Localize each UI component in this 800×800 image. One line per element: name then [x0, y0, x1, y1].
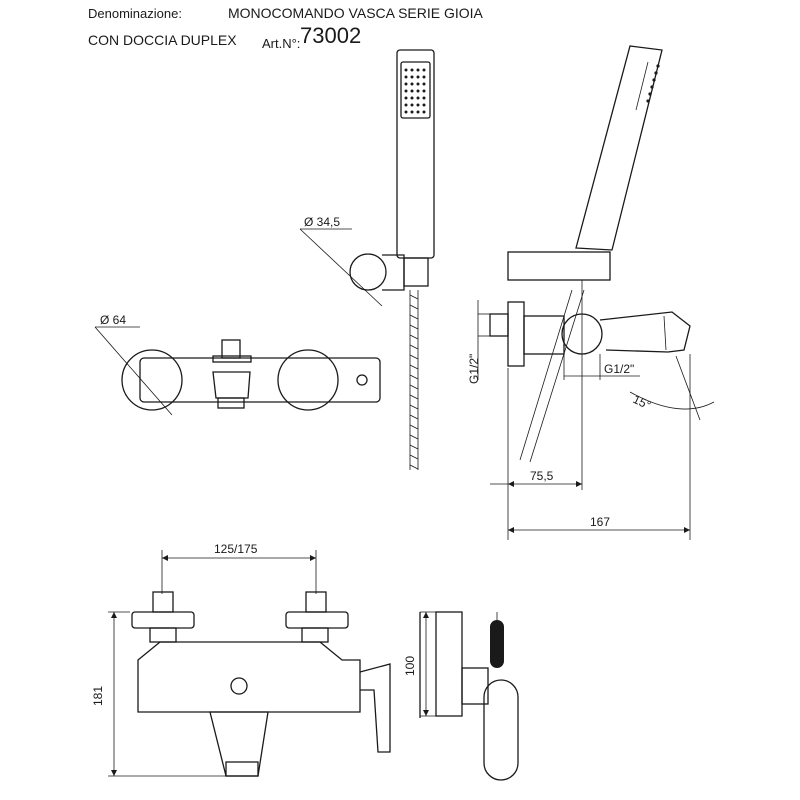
side-support-rod [507, 251, 611, 281]
art-number: 73002 [300, 23, 362, 48]
denomination-label: Denominazione: [88, 6, 182, 21]
hand-shower-handle [396, 49, 435, 259]
right-wall-rosette [277, 349, 339, 411]
spout-angle-label: 15° [631, 392, 654, 412]
left-rosette [131, 611, 195, 629]
wall-support-bracket [382, 254, 405, 291]
side-wall-rosette [507, 301, 525, 367]
support-side-view: 100 [403, 611, 519, 781]
center-distance-label: 125/175 [214, 542, 258, 556]
left-wall-rosette [121, 349, 183, 411]
art-label: Art.N°: [262, 36, 301, 51]
spray-nozzles [404, 68, 426, 114]
mixer-bottom-front-view: 125/175 181 [91, 542, 391, 777]
wall-support-disc [349, 253, 387, 291]
side-spout [599, 311, 691, 353]
lever-handle [359, 663, 391, 753]
support-wall-plate [435, 611, 463, 717]
hand-shower-front-view: Ø 34,5 [299, 49, 435, 470]
diverter-knob-icon [356, 374, 368, 386]
mixer-body [139, 357, 381, 403]
total-depth-label: 167 [590, 515, 610, 529]
right-connector-nut [305, 591, 327, 613]
hose-connector [403, 257, 429, 287]
product-name-line2: CON DOCCIA DUPLEX [88, 32, 237, 48]
left-connector-nut [152, 591, 174, 613]
side-hose [519, 289, 585, 463]
center-outlet-icon [230, 677, 248, 695]
support-diameter-leader [299, 228, 383, 307]
support-holder [483, 679, 519, 781]
hose-end-cap [490, 620, 504, 668]
side-inlet-nut [489, 313, 509, 337]
total-height-label: 181 [91, 686, 105, 706]
right-rosette [285, 611, 349, 629]
outlet-thread-label: G1/2" [604, 362, 634, 376]
mixer-side-view: G1/2" G1/2" 15° 75,5 167 [467, 45, 715, 540]
rosette-diameter-leader [94, 326, 173, 416]
shower-hose [409, 290, 419, 470]
spout-front [212, 371, 251, 399]
mixer-front-view: Ø 64 [94, 313, 381, 416]
side-mixer-body [523, 315, 565, 355]
product-name: MONOCOMANDO VASCA SERIE GIOIA [228, 5, 483, 21]
rosette-diameter-label: Ø 64 [100, 313, 126, 327]
support-height-label: 100 [403, 656, 417, 676]
top-outlet [221, 339, 241, 359]
bottom-spout [209, 711, 269, 777]
shower-spray-face [400, 61, 431, 119]
inlet-thread-label: G1/2" [467, 354, 481, 384]
bottom-mixer-body [137, 641, 361, 713]
depth-to-axis-label: 75,5 [530, 469, 554, 483]
hand-shower-side-view [575, 45, 663, 251]
support-diameter-label: Ø 34,5 [304, 215, 340, 229]
